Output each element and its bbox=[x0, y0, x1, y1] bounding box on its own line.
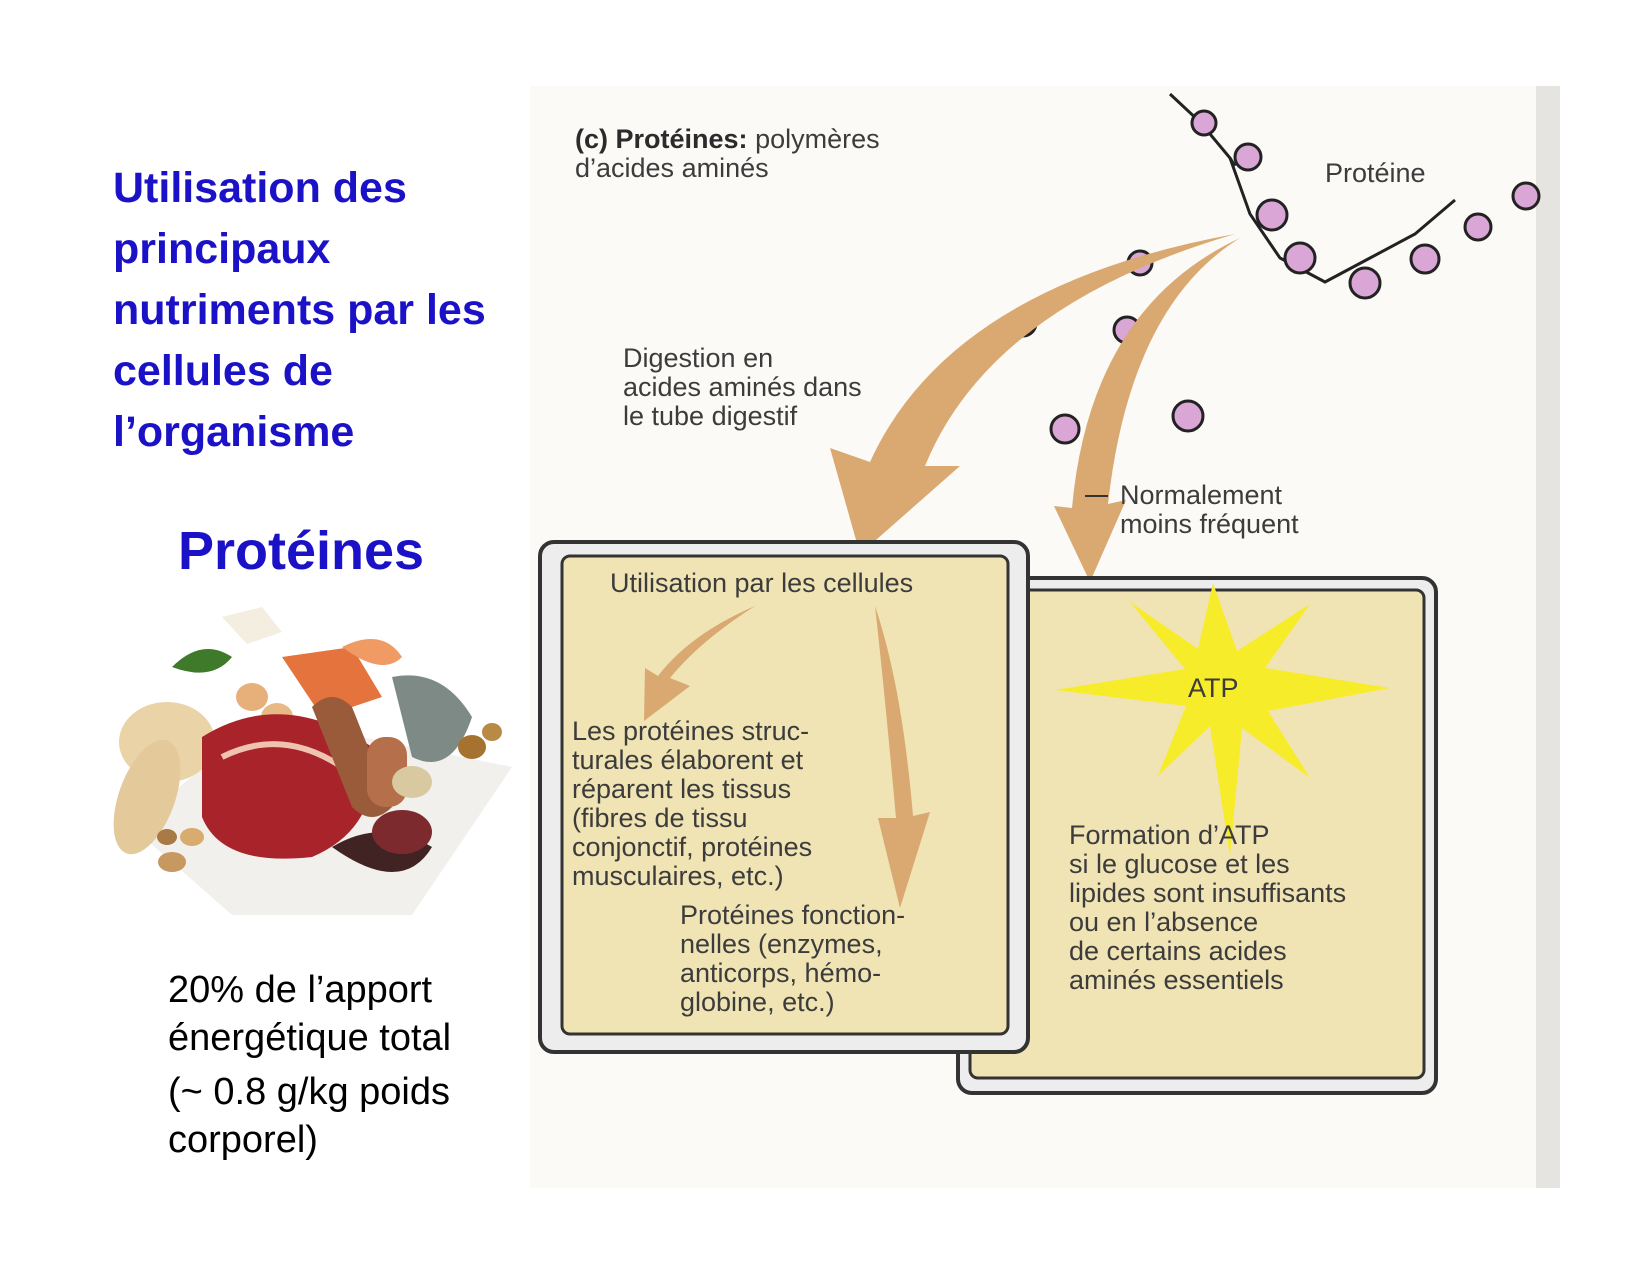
amino-acid-chain-beads bbox=[1190, 109, 1541, 300]
figure-heading-bold: (c) Protéines: bbox=[575, 124, 748, 154]
slide-subtitle: Protéines bbox=[178, 521, 425, 581]
figure-heading-line2: d’acides aminés bbox=[575, 153, 769, 183]
protein-foods-image bbox=[112, 597, 517, 917]
structural-arrow bbox=[644, 606, 755, 721]
slide-title: Utilisation des principaux nutriments pa… bbox=[113, 164, 486, 456]
structural-proteins-text: Les protéines struc- turales élaborent e… bbox=[572, 716, 820, 891]
cells-box-title: Utilisation par les cellules bbox=[610, 568, 913, 598]
digestion-label: Digestion en acides aminés dans le tube … bbox=[623, 343, 869, 431]
intake-percentage: 20% de l’apport énergétique total bbox=[168, 969, 452, 1059]
figure-heading-rest: polymères bbox=[755, 124, 880, 154]
svg-text:(c) Protéines: polymères: (c) Protéines: polymères bbox=[575, 124, 880, 154]
less-frequent-label: Normalement moins fréquent bbox=[1120, 480, 1299, 539]
intake-note: 20% de l’apport énergétique total (~ 0.8… bbox=[168, 966, 508, 1170]
functional-proteins-text: Protéines fonction- nelles (enzymes, ant… bbox=[680, 900, 913, 1017]
cells-box bbox=[560, 554, 1010, 1036]
protein-label: Protéine bbox=[1325, 158, 1426, 188]
atp-formation-text: Formation d’ATP si le glucose et les lip… bbox=[1069, 820, 1354, 995]
atp-star bbox=[1055, 583, 1390, 856]
intake-grams: (~ 0.8 g/kg poids corporel) bbox=[168, 1071, 451, 1161]
atp-label: ATP bbox=[1188, 673, 1239, 703]
protein-metabolism-figure: (c) Protéines: polymères d’acides aminés… bbox=[530, 86, 1560, 1188]
functional-arrow bbox=[875, 606, 930, 908]
digestion-arrow bbox=[830, 234, 1235, 554]
